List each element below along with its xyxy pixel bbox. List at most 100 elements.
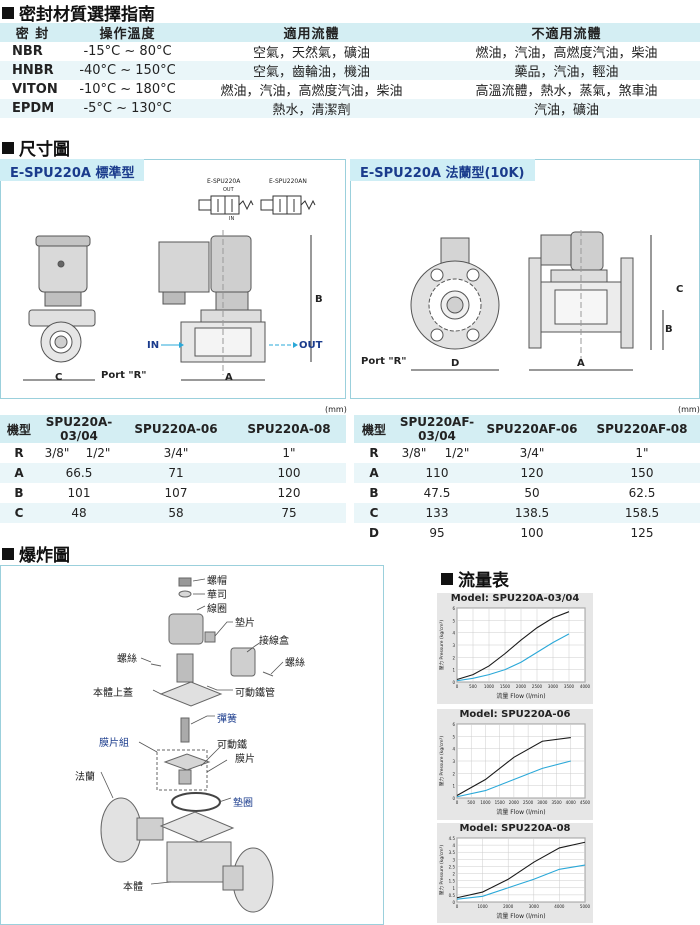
x-tick-label: 4000 [566,800,577,805]
x-tick-label: 500 [467,800,475,805]
standard-type-panel: E-SPU220A 標準型 [0,159,346,399]
y-tick-label: 1.5 [449,879,456,884]
x-tick-label: 2500 [532,684,543,689]
plot-area [456,837,586,903]
x-tick-label: 5000 [580,904,591,909]
dim-a-label: A [577,358,585,369]
x-tick-label: 3000 [537,800,548,805]
standard-valve-drawing [23,195,316,381]
y-tick-label: 2 [452,872,455,877]
seal-section-title: 密封材質選擇指南 [2,0,155,25]
table-row: NBR -15°C ~ 80°C 空氣，天然氣，礦油 燃油，汽油，高燃度汽油，柴… [0,42,700,61]
x-tick-label: 4000 [554,904,565,909]
y-axis-label: 壓力 Pressure (kg/cm²) [438,620,445,670]
y-tick-label: 6 [452,722,455,727]
y-tick-label: 1 [452,886,455,891]
valve-symbol-icon [198,195,316,215]
x-tick-label: 1000 [478,904,489,909]
table-row: B 101 107 120 [14,486,301,500]
seal-header: 不適用流體 [433,23,700,42]
series-line [456,633,570,682]
panel-tab: E-SPU220A 標準型 [0,159,145,181]
square-bullet-icon [2,547,14,560]
y-axis-label: 壓力 Pressure (kg/cm²) [438,845,445,895]
front-view [28,235,96,363]
dim-c-label: C [676,284,684,295]
exploded-view-panel: 螺帽 華司 線圈 墊片 接線盒 螺絲 螺絲 本體上蓋 可動鐵管 彈簧 膜片組 可… [0,565,384,925]
dim-a-label: A [225,372,233,383]
port-label: Port "R" [361,356,407,367]
y-tick-label: 4.5 [449,836,456,841]
series-line [456,737,571,797]
dim-b-label: B [665,324,673,335]
y-tick-label: 2 [452,771,455,776]
series-line [456,841,586,899]
table-row: VITON -10°C ~ 180°C 燃油，汽油，高燃度汽油，柴油 高溫流體，… [0,80,700,99]
table-row: C 48 58 75 [0,503,346,523]
y-tick-label: 2 [452,655,455,660]
table-row: D 95 100 125 [369,526,654,540]
x-tick-label: 0 [456,684,459,689]
table-row: B 47.5 50 62.5 [369,486,656,500]
port-label: Port "R" [101,370,147,381]
x-axis-label: 流量 Flow (l/min) [496,692,545,700]
x-tick-label: 500 [469,684,477,689]
table-row: A 110 120 150 [354,463,700,483]
side-view [158,230,266,375]
x-tick-label: 3500 [564,684,575,689]
y-tick-label: 3 [452,857,455,862]
y-tick-label: 0 [452,900,455,905]
y-tick-label: 0 [452,680,455,685]
x-tick-label: 0 [456,800,459,805]
y-tick-label: 5 [452,734,455,739]
x-axis-label: 流量 Flow (l/min) [496,808,545,816]
chart-title: Model: SPU220A-06 [459,709,571,720]
y-tick-label: 5 [452,618,455,623]
dimension-section-title: 尺寸圖 [2,135,70,160]
table-row: A 66.5 71 100 [0,463,346,483]
series-line [456,864,586,900]
table-row: EPDM -5°C ~ 130°C 熱水，清潔劑 汽油，礦油 [0,99,700,118]
x-tick-label: 3000 [529,904,540,909]
x-tick-label: 2000 [503,904,514,909]
square-bullet-icon [2,141,14,154]
y-tick-label: 4 [452,631,455,636]
y-tick-label: 4 [452,843,455,848]
seal-table: 密 封 操作溫度 適用流體 不適用流體 NBR -15°C ~ 80°C 空氣，… [0,23,700,118]
dimension-table-flange: 機型 SPU220AF-03/04 SPU220AF-06 SPU220AF-0… [354,415,700,543]
y-tick-label: 1 [452,668,455,673]
dim-c-label: C [55,372,63,383]
x-tick-label: 1000 [484,684,495,689]
series-line [456,760,571,798]
series-line [456,611,570,681]
exploded-parts-drawing [100,577,284,913]
x-axis-label: 流量 Flow (l/min) [496,912,545,920]
x-tick-label: 3500 [551,800,562,805]
flange-valve-drawing [410,230,664,371]
x-tick-label: 1500 [495,800,506,805]
seal-header: 適用流體 [190,23,433,42]
panel-tab: E-SPU220A 法蘭型(10K) [350,159,535,181]
outlet-label: OUT [299,340,323,351]
square-bullet-icon [2,6,14,19]
x-tick-label: 1500 [500,684,511,689]
y-tick-label: 1 [452,784,455,789]
dim-d-label: D [451,358,460,369]
flow-arrow-icon [161,342,298,348]
flow-section-title: 流量表 [441,566,509,591]
inlet-label: IN [147,340,160,351]
y-tick-label: 6 [452,606,455,611]
x-tick-label: 2500 [523,800,534,805]
y-tick-label: 3 [452,759,455,764]
seal-header: 操作溫度 [65,23,190,42]
x-tick-label: 4000 [580,684,591,689]
x-tick-label: 0 [456,904,459,909]
flange-type-panel: E-SPU220A 法蘭型(10K) Port "R" D [350,159,700,399]
y-tick-label: 3.5 [449,850,456,855]
square-bullet-icon [441,572,453,585]
